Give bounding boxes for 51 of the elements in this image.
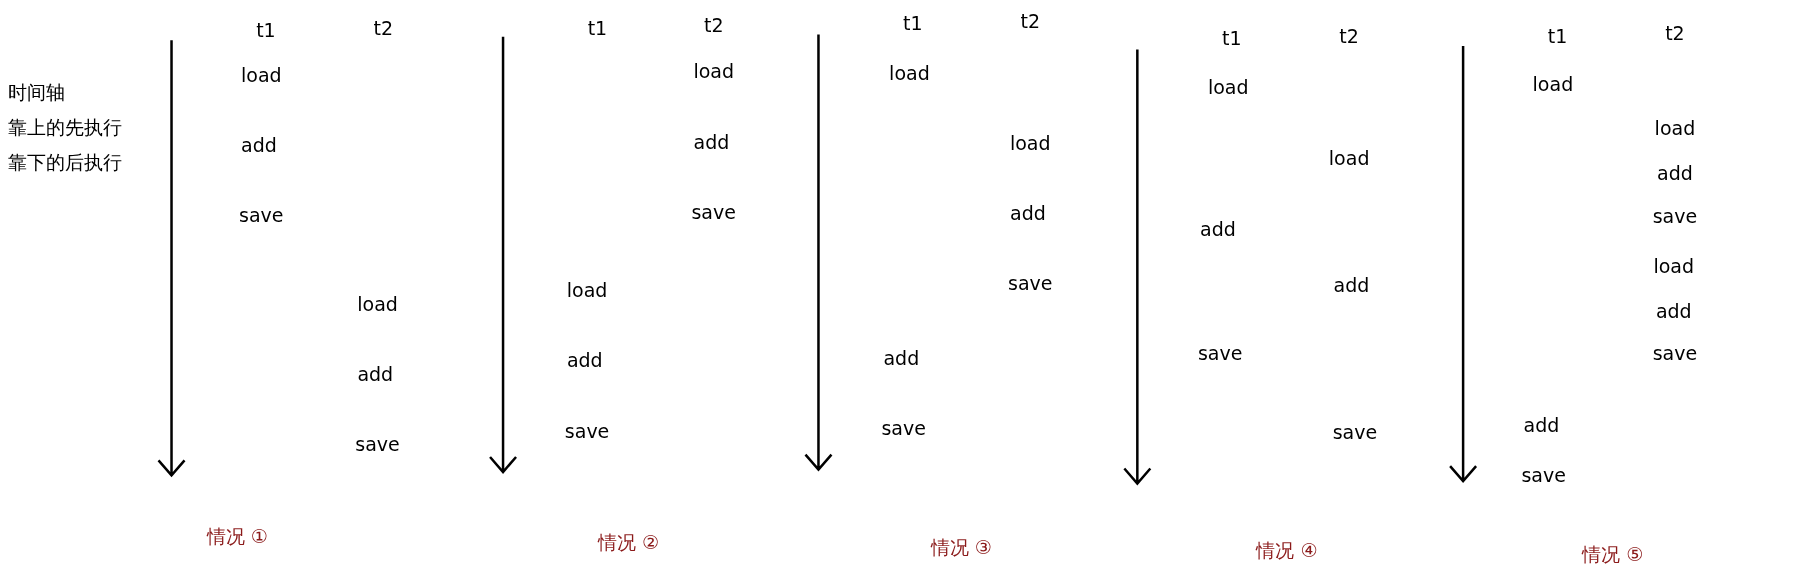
step-label: save [355,433,400,456]
thread-heading: t2 [1339,24,1359,47]
thread-heading: t2 [703,14,724,37]
thread-heading: t1 [256,18,276,41]
thread-heading: t2 [1020,9,1041,32]
step-label: save [564,419,610,442]
step-label: add [883,347,920,369]
step-label: add [1655,299,1692,322]
step-label: load [1654,116,1696,139]
step-label: save [1197,342,1243,365]
case-caption: 情况 ② [598,531,660,554]
step-label: load [1328,146,1370,169]
step-label: save [239,204,284,227]
step-label: load [1207,76,1249,99]
step-label: save [1521,464,1566,487]
thread-heading: t1 [903,12,923,34]
step-label: save [1008,272,1053,295]
step-label: add [1523,413,1560,436]
step-label: add [357,363,394,386]
thread-heading: t1 [1547,24,1568,47]
step-label: load [1009,131,1051,154]
step-label: load [889,61,930,84]
step-label: add [1200,218,1236,241]
step-label: load [693,60,734,83]
step-label: save [881,417,926,440]
step-label: add [693,130,730,153]
case-caption: 情况 ④ [1256,539,1318,562]
case-caption: 情况 ① [206,525,268,548]
note-text: 时间轴 [8,81,66,104]
step-label: add [1333,274,1370,297]
step-label: save [691,200,736,223]
step-label: add [1657,161,1693,184]
note-text: 靠下的后执行 [8,151,123,174]
note-text: 靠上的先执行 [8,115,123,138]
case-caption: 情况 ③ [930,535,992,558]
step-label: load [241,63,282,86]
step-label: add [241,134,277,157]
thread-heading: t2 [1665,22,1685,45]
step-label: load [1653,254,1695,277]
step-label: add [1010,201,1046,224]
thread-heading: t2 [373,16,394,39]
case-caption: 情况 ⑤ [1582,542,1644,565]
step-label: add [566,349,603,372]
step-label: load [566,279,608,302]
step-label: save [1652,342,1698,365]
thread-heading: t1 [587,16,608,39]
thread-heading: t1 [1221,27,1242,49]
step-label: load [1532,73,1574,96]
step-label: save [1652,205,1698,228]
step-label: load [357,292,398,315]
step-label: save [1332,420,1378,443]
